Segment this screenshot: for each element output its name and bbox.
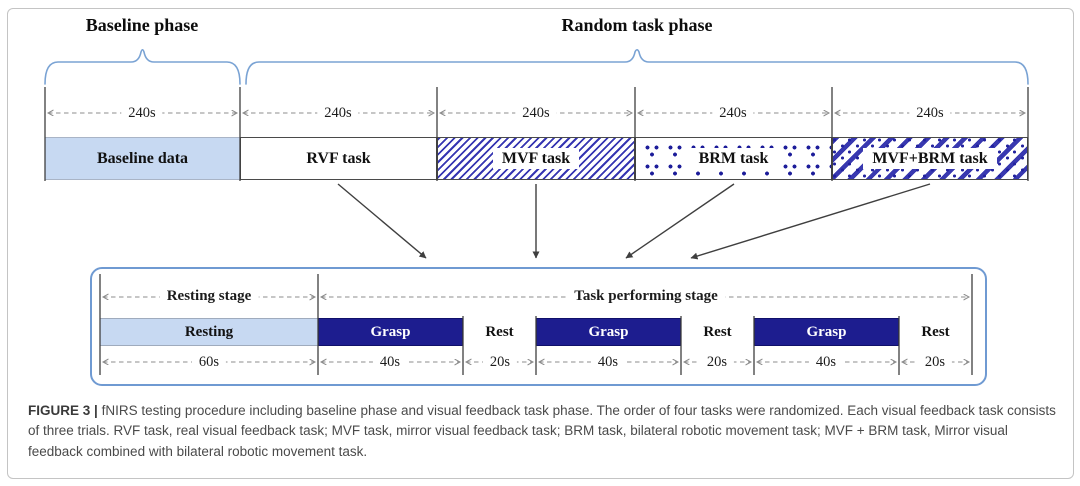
figure-border [7,8,1074,479]
segment-duration-label-2: 240s [317,105,359,121]
mvf-task-block: MVF task [437,137,635,180]
resting-block: Resting [100,318,318,346]
brm-task-block: BRM task [635,137,832,180]
segment-duration-label-4: 240s [712,105,754,121]
grasp-block-3-label: Grasp [806,323,847,340]
stage-label-resting: Resting stage [159,288,259,304]
block-duration-label-4: 40s [590,354,626,370]
random-task-phase-title: Random task phase [561,15,713,35]
resting-block-label: Resting [184,323,234,340]
rvf-task-block: RVF task [240,137,437,180]
rest-block-3-label: Rest [921,323,950,340]
mvf-brm-task-label: MVF+BRM task [863,147,997,170]
figure-caption: FIGURE 3 | fNIRS testing procedure inclu… [28,401,1056,462]
figure-caption-tag: FIGURE 3 | [28,403,98,418]
block-duration-label-3: 20s [482,354,518,370]
block-duration-label-2: 40s [372,354,408,370]
rest-block-3: Rest [899,318,972,346]
baseline-data-block: Baseline data [45,137,240,180]
baseline-phase-title: Baseline phase [85,15,199,35]
segment-duration-label-1: 240s [121,105,163,121]
rest-block-1: Rest [463,318,536,346]
grasp-block-2: Grasp [536,318,681,346]
brm-task-label: BRM task [689,147,778,170]
block-duration-label-1: 60s [191,354,227,370]
grasp-block-3: Grasp [754,318,899,346]
rvf-task-label: RVF task [306,149,371,167]
rest-block-1-label: Rest [485,323,514,340]
stage-label-task: Task performing stage [567,288,725,304]
mvf-task-label: MVF task [492,147,580,170]
segment-duration-label-5: 240s [909,105,951,121]
grasp-block-1-label: Grasp [370,323,411,340]
block-duration-label-5: 20s [699,354,735,370]
figure-caption-text: fNIRS testing procedure including baseli… [28,403,1056,459]
mvf-brm-task-block: MVF+BRM task [832,137,1028,180]
baseline-data-label: Baseline data [96,149,189,167]
grasp-block-2-label: Grasp [588,323,629,340]
block-duration-label-7: 20s [917,354,953,370]
rest-block-2: Rest [681,318,754,346]
segment-duration-label-3: 240s [515,105,557,121]
grasp-block-1: Grasp [318,318,463,346]
block-duration-label-6: 40s [808,354,844,370]
rest-block-2-label: Rest [703,323,732,340]
